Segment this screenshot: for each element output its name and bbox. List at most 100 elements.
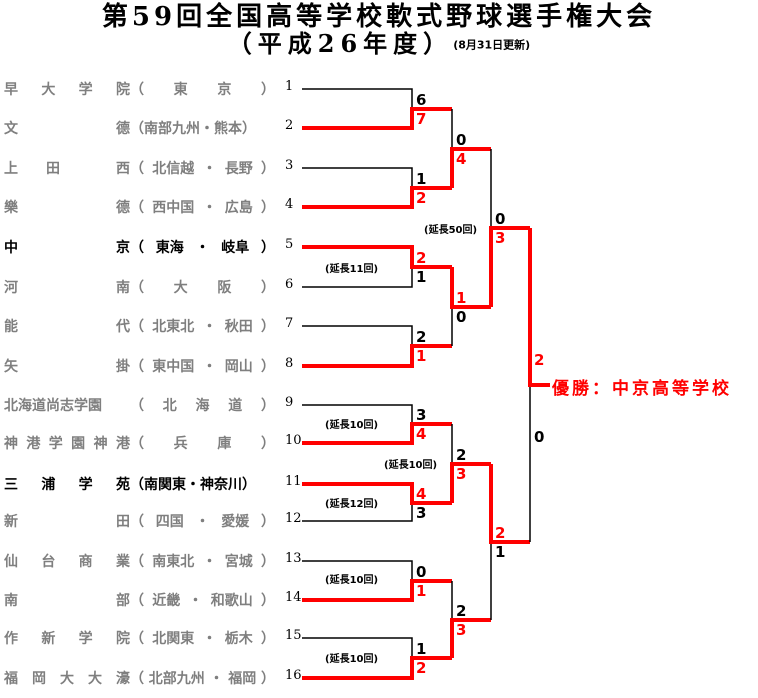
score-top: 1 bbox=[416, 170, 426, 188]
bracket-line-winner bbox=[450, 267, 491, 309]
team-name: 河南 bbox=[4, 280, 130, 296]
score-top: 0 bbox=[456, 131, 466, 149]
team-name: 南部 bbox=[4, 593, 130, 609]
bracket-line-loser bbox=[302, 267, 413, 288]
team-region: （南関東・神奈川） bbox=[130, 477, 256, 493]
score-top: 2 bbox=[456, 602, 466, 620]
team-row: 河南（大阪）6 bbox=[4, 277, 294, 297]
score-bottom: 3 bbox=[456, 465, 466, 483]
extra-innings-note: (延長11回) bbox=[325, 262, 378, 275]
team-region: （東京） bbox=[130, 82, 275, 98]
team-region: （北海道） bbox=[130, 398, 275, 414]
team-region: （東中国・岡山） bbox=[130, 359, 275, 375]
team-region: （南東北・宮城） bbox=[130, 554, 275, 570]
team-name: 樂德 bbox=[4, 200, 130, 216]
bracket-line-winner bbox=[302, 107, 452, 130]
bracket-line-winner bbox=[450, 147, 491, 188]
team-name: 三浦学苑 bbox=[4, 477, 130, 493]
bracket-line-winner bbox=[528, 228, 550, 387]
team-name: 中京 bbox=[4, 240, 130, 256]
bracket-line-loser bbox=[302, 404, 413, 424]
team-region: （北部九州・福岡） bbox=[130, 671, 275, 687]
bracket-line-loser bbox=[302, 88, 413, 109]
bracket-line-winner bbox=[302, 656, 452, 680]
score-bottom: 1 bbox=[416, 347, 426, 365]
team-row: 文德（南部九州・熊本）2 bbox=[4, 118, 294, 138]
score-top: 3 bbox=[416, 406, 426, 424]
team-row: 新田（四国・愛媛） 12 bbox=[4, 511, 302, 531]
score-top: 0 bbox=[495, 210, 505, 228]
seed-number: 12 bbox=[285, 511, 302, 526]
seed-number: 15 bbox=[285, 628, 302, 643]
seed-number: 1 bbox=[285, 79, 294, 94]
seed-number: 3 bbox=[285, 158, 294, 173]
team-region: （大阪） bbox=[130, 280, 275, 296]
team-name: 神港学園神港 bbox=[4, 436, 130, 452]
bracket-line-winner bbox=[302, 579, 452, 602]
team-row: 神港学園神港（兵庫）10 bbox=[4, 433, 302, 453]
score-bottom: 1 bbox=[495, 543, 505, 561]
seed-number: 4 bbox=[285, 197, 294, 212]
bracket-line-winner bbox=[302, 482, 452, 505]
bracket-line-loser bbox=[302, 637, 413, 658]
champion-label: 優勝：中京高等学校 bbox=[552, 379, 732, 399]
score-top: 2 bbox=[416, 328, 426, 346]
score-bottom: 3 bbox=[416, 504, 426, 522]
team-name: 仙台商業 bbox=[4, 554, 130, 570]
team-row: 南部（近畿・和歌山）14 bbox=[4, 590, 302, 610]
bracket-line-loser bbox=[302, 325, 413, 346]
seed-number: 9 bbox=[285, 395, 294, 410]
extra-innings-note: (延長10回) bbox=[325, 652, 378, 665]
score-bottom: 2 bbox=[416, 189, 426, 207]
bracket-line-loser bbox=[302, 167, 413, 188]
seed-number: 11 bbox=[285, 474, 302, 489]
team-region: （四国・愛媛） bbox=[130, 514, 275, 530]
team-name: 北海道尚志学園 bbox=[4, 398, 102, 414]
score-top: 1 bbox=[416, 640, 426, 658]
team-row: 三浦学苑（南関東・神奈川） 11 bbox=[4, 474, 302, 494]
extra-innings-note: (延長10回) bbox=[325, 418, 378, 431]
team-region: （南部九州・熊本） bbox=[130, 121, 256, 137]
seed-number: 14 bbox=[285, 590, 302, 605]
team-region: （西中国・広島） bbox=[130, 200, 275, 216]
team-region: （東海・岐阜） bbox=[130, 240, 275, 256]
bracket-line-winner bbox=[489, 226, 530, 307]
score-bottom: 1 bbox=[416, 268, 426, 286]
team-name: 矢掛 bbox=[4, 359, 130, 375]
team-region: （北信越・長野） bbox=[130, 161, 275, 177]
update-date: (8月31日更新) bbox=[453, 38, 531, 52]
seed-number: 5 bbox=[285, 237, 294, 252]
score-bottom: 3 bbox=[495, 229, 505, 247]
bracket-line-winner bbox=[302, 245, 452, 269]
final-score-bottom: 0 bbox=[534, 428, 544, 446]
score-top: 0 bbox=[416, 563, 426, 581]
bracket-line-winner bbox=[302, 422, 452, 445]
tournament-title: 第59回全国高等学校軟式野球選手権大会 bbox=[101, 2, 657, 32]
score-top: 6 bbox=[416, 91, 426, 109]
score-top: 1 bbox=[456, 289, 466, 307]
extra-innings-note: (延長10回) bbox=[325, 573, 378, 586]
team-row: 仙台商業（南東北・宮城）13 bbox=[4, 551, 302, 571]
team-region: （北東北・秋田） bbox=[130, 319, 275, 335]
score-bottom: 4 bbox=[416, 425, 426, 443]
team-name: 新田 bbox=[4, 514, 130, 530]
team-name: 福岡大大濠 bbox=[4, 671, 130, 687]
bracket-line-loser bbox=[302, 503, 413, 522]
team-name: 上田西 bbox=[4, 161, 130, 177]
team-row: 樂德（西中国・広島） 4 bbox=[4, 197, 294, 217]
team-name: 早大学院 bbox=[4, 82, 130, 98]
bracket-line-loser bbox=[302, 560, 413, 581]
bracket-line-winner bbox=[450, 618, 491, 658]
team-name: 能代 bbox=[4, 319, 130, 335]
score-bottom: 2 bbox=[416, 659, 426, 677]
score-bottom: 3 bbox=[456, 621, 466, 639]
bracket-line-winner bbox=[302, 344, 452, 368]
team-name: 文德 bbox=[4, 121, 130, 137]
team-name: 作新学院 bbox=[4, 631, 130, 647]
extra-innings-note: (延長12回) bbox=[325, 497, 378, 510]
seed-number: 10 bbox=[285, 433, 302, 448]
score-bottom: 7 bbox=[416, 110, 426, 128]
score-bottom: 4 bbox=[456, 150, 466, 168]
team-row: 上田西（北信越・長野） 3 bbox=[4, 158, 294, 178]
team-row: 作新学院（北関東・栃木）15 bbox=[4, 628, 302, 648]
